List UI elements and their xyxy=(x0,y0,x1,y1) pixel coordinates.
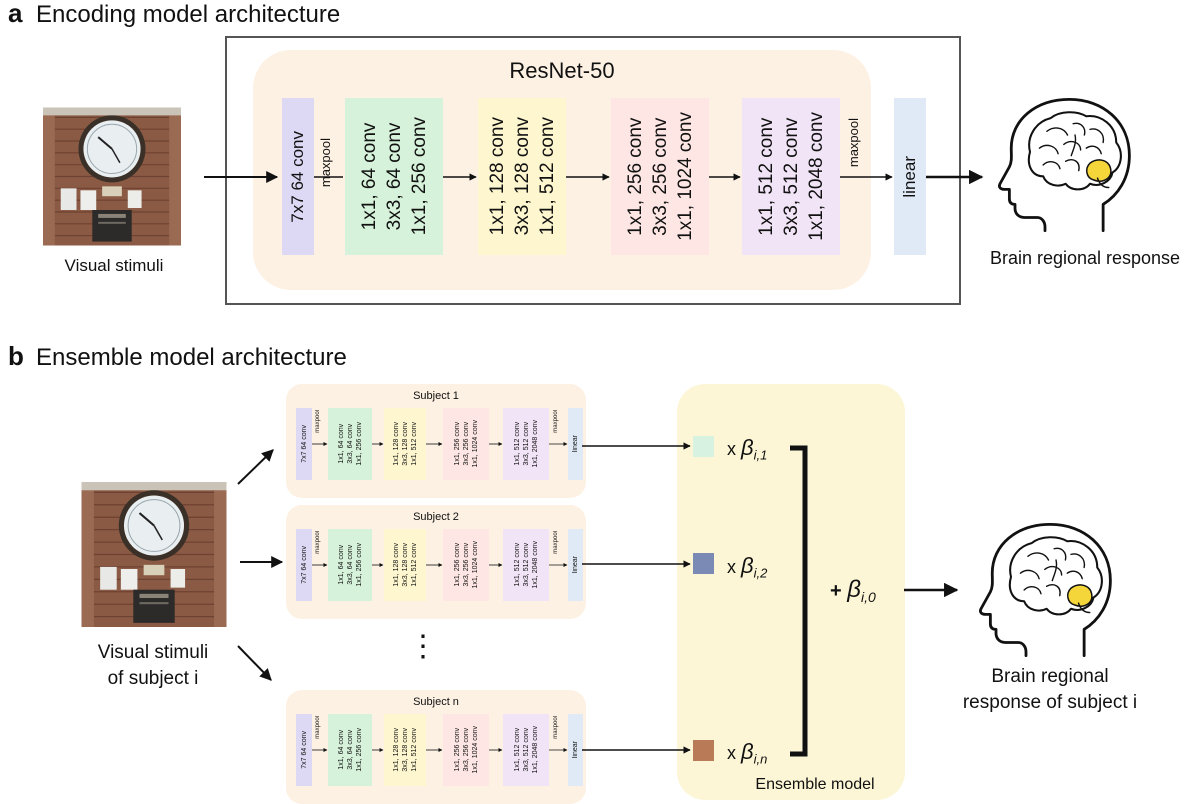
conv1-block: 7x7 64 conv xyxy=(282,98,314,255)
subject-inner-arrows xyxy=(312,748,568,752)
subject-conv1-block: 7x7 64 conv xyxy=(296,714,312,786)
subject-title: Subject 2 xyxy=(413,511,459,523)
subject-fc-block: linear xyxy=(568,714,583,786)
beta-2-term: x βi,2 xyxy=(727,553,768,581)
panel-b-letter: b xyxy=(8,341,24,371)
subject-inner-arrows xyxy=(312,563,568,567)
beta-1-term: x βi,1 xyxy=(727,435,768,463)
subject-title: Subject n xyxy=(413,696,459,708)
ensemble-bracket xyxy=(790,445,808,757)
brain-head-icon xyxy=(985,90,1150,240)
subject-brain-head-icon xyxy=(966,515,1131,665)
subject-output-label: Brain regional response of subject i xyxy=(935,664,1165,716)
subject-fc-block: linear xyxy=(568,408,583,480)
beta-n-term: x βi,n xyxy=(727,739,768,767)
panel-a-title: Encoding model architecture xyxy=(36,1,341,28)
subject-output-label-line2: response of subject i xyxy=(962,692,1138,713)
subject-1-output-square xyxy=(693,436,714,457)
resnet-name: ResNet-50 xyxy=(509,58,615,83)
linear-block: linear xyxy=(894,98,926,255)
stage2-block: 1x1, 128 conv 3x3, 128 conv 1x1, 512 con… xyxy=(478,98,566,255)
stage1-block: 1x1, 64 conv 3x3, 64 conv 1x1, 256 conv xyxy=(345,98,443,255)
panel-b-arrows xyxy=(237,442,959,757)
stage4-block: 1x1, 512 conv 3x3, 512 conv 1x1, 2048 co… xyxy=(742,98,840,255)
panel-b-title: Ensemble model architecture xyxy=(36,344,347,371)
input-label: Visual stimuli xyxy=(64,256,164,275)
arrow-to-subject-1 xyxy=(237,449,274,485)
encoding-model-frame xyxy=(225,36,961,305)
subject-fc-block: linear xyxy=(568,529,583,601)
arrow-to-subject-n xyxy=(237,645,272,681)
subject-n-output-square xyxy=(693,740,714,761)
subject-title: Subject 1 xyxy=(413,390,459,402)
subject-output-label-line1: Brain regional xyxy=(991,666,1109,687)
subject-input-label-line1: Visual stimuli xyxy=(97,642,209,663)
ellipsis: ⋮ xyxy=(408,630,438,663)
panel-a-letter: a xyxy=(8,0,23,28)
subject-input-label: Visual stimuli of subject i xyxy=(68,640,238,692)
subject-input-label-line2: of subject i xyxy=(107,668,199,689)
ensemble-background xyxy=(677,384,905,800)
subject-inner-arrows xyxy=(312,442,568,446)
ensemble-label: Ensemble model xyxy=(755,776,875,793)
subject-2-output-square xyxy=(693,553,714,574)
stage3-block: 1x1, 256 conv 3x3, 256 conv 1x1, 1024 co… xyxy=(611,98,709,255)
bias-term: + βi,0 xyxy=(830,576,876,605)
subject-conv1-block: 7x7 64 conv xyxy=(296,529,312,601)
output-label: Brain regional response xyxy=(989,248,1181,268)
panel-a-arrows xyxy=(204,169,984,185)
subject-conv1-block: 7x7 64 conv xyxy=(296,408,312,480)
